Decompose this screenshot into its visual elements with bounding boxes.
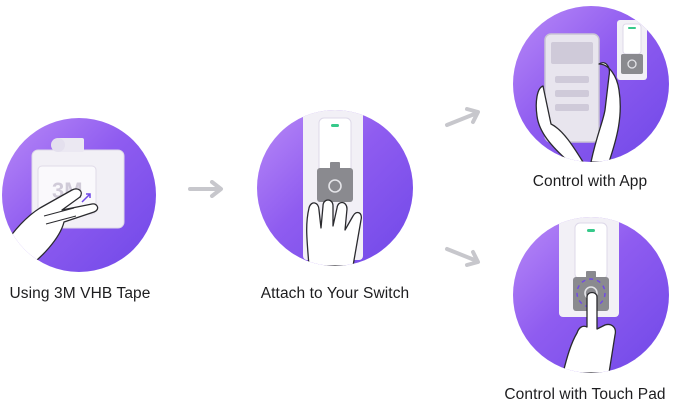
arrow-right-icon [188, 180, 226, 198]
arrow-right-icon [444, 106, 482, 130]
hand-icon [562, 291, 617, 373]
hand-icon [306, 199, 362, 266]
phone-icon [544, 33, 600, 143]
step-attach-illustration [257, 110, 413, 266]
step-touch-illustration [513, 217, 669, 373]
hand-icon [535, 62, 621, 162]
step-tape-illustration: 3M [2, 118, 156, 272]
caption-tape: Using 3M VHB Tape [9, 285, 151, 302]
caption-touch: Control with Touch Pad [504, 386, 666, 403]
arrow-right-icon [444, 244, 482, 268]
caption-attach: Attach to Your Switch [260, 285, 410, 302]
caption-app: Control with App [532, 173, 648, 190]
switch-device-icon [303, 110, 363, 266]
switch-device-icon [574, 222, 608, 280]
switch-device-icon [617, 20, 647, 80]
step-app-illustration [513, 6, 669, 162]
tape-icon: 3M [2, 138, 125, 272]
hand-icon [2, 188, 99, 272]
